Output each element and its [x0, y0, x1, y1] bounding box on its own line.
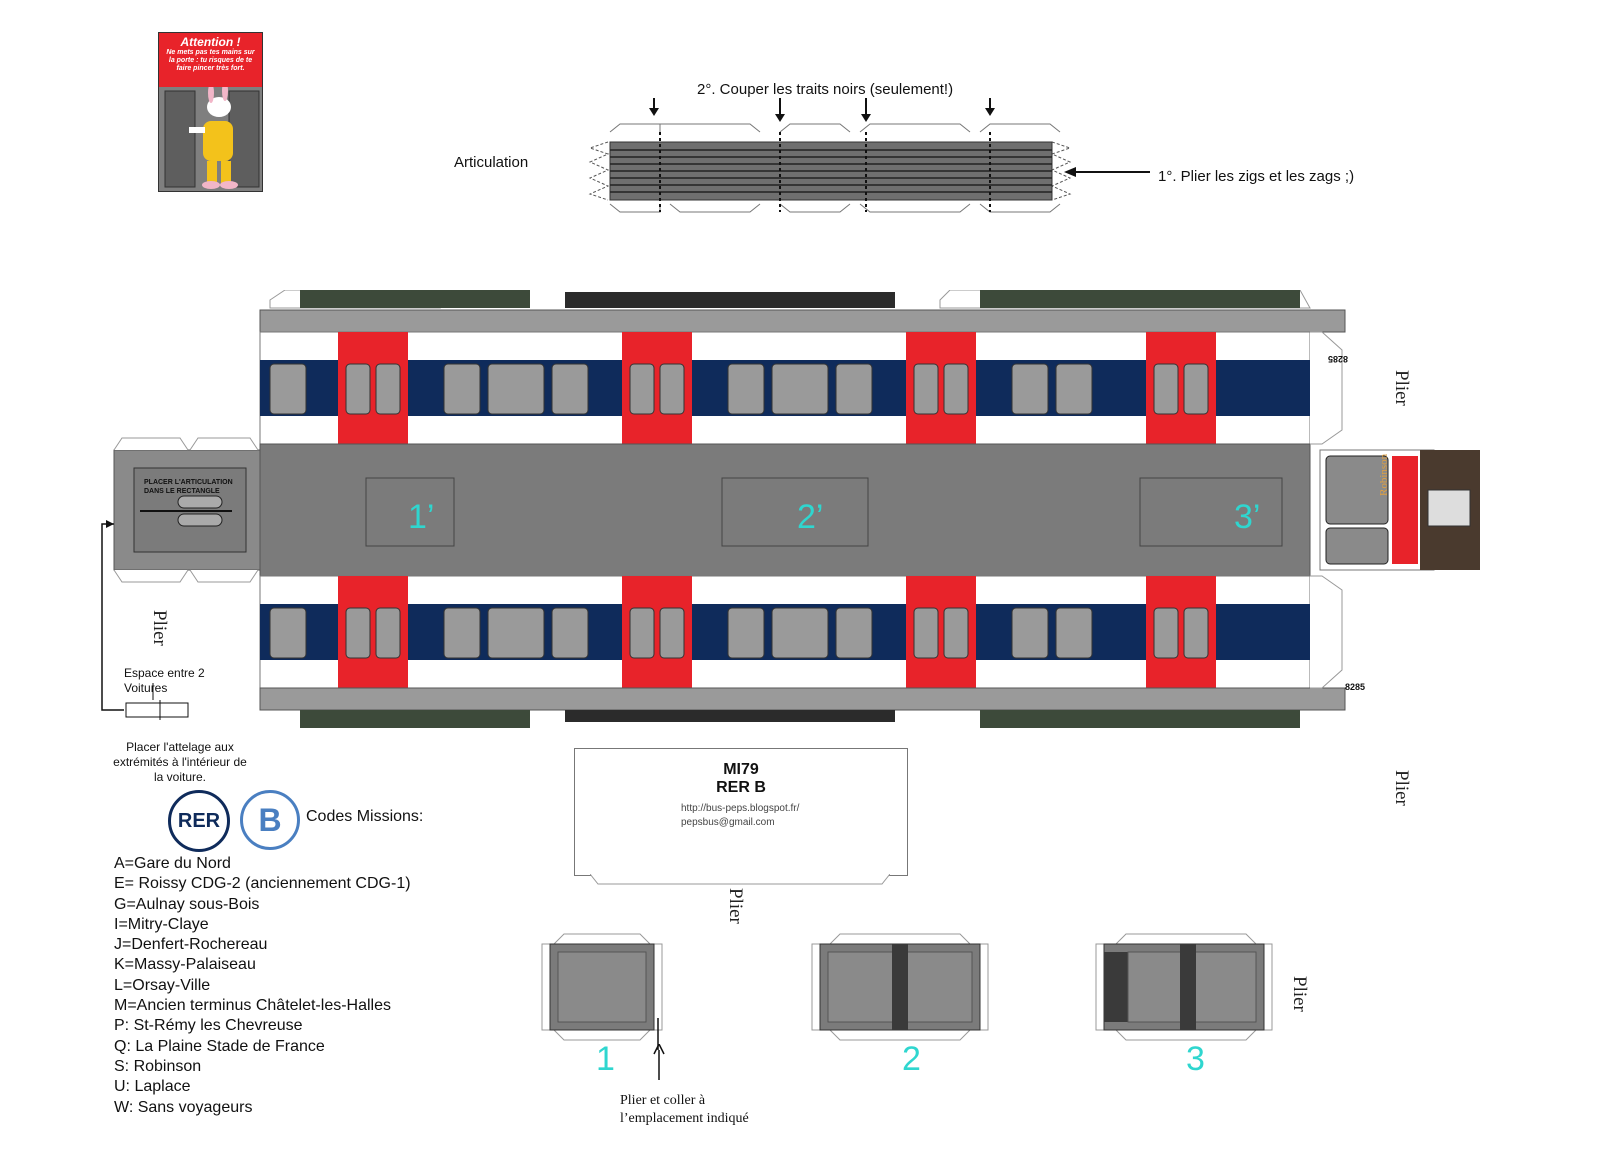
rer-logo: RER — [168, 790, 230, 852]
articulation-rect-note: PLACER L'ARTICULATION DANS LE RECTANGLE — [144, 479, 233, 495]
mission-code: J=Denfert-Rochereau — [114, 936, 268, 954]
line-title: RER B — [716, 779, 766, 796]
title-panel: MI79 RER B http://bus-peps.blogspot.fr/ … — [574, 748, 908, 876]
articulation-pattern — [588, 98, 1150, 213]
articulation-label: Articulation — [454, 154, 529, 171]
rabbit-illustration — [159, 81, 262, 191]
mission-code: I=Mitry-Claye — [114, 915, 209, 933]
spacing-label: Espace entre 2 Voitures — [124, 666, 205, 695]
plier-label-right-bottom: Plier — [1391, 770, 1412, 806]
mission-code: K=Massy-Palaiseau — [114, 956, 256, 974]
mission-code: P: St-Rémy les Chevreuse — [114, 1017, 303, 1035]
bogie-pieces — [541, 933, 1273, 1050]
line-b-logo-text: B — [258, 801, 282, 838]
segment-2-label: 2’ — [797, 498, 824, 536]
bogie-label-3: 3 — [1186, 1040, 1205, 1078]
unit-number-top: 8285 — [1328, 354, 1349, 364]
warning-text: Ne mets pas tes mains sur la porte : tu … — [166, 49, 255, 72]
train-net — [113, 290, 1480, 728]
mission-code: G=Aulnay sous-Bois — [114, 895, 260, 913]
mission-code: A=Gare du Nord — [114, 855, 231, 872]
coupling-note: Placer l'attelage aux extrémités à l'int… — [113, 740, 247, 784]
plier-label-right-top: Plier — [1391, 370, 1412, 406]
mission-code: M=Ancien terminus Châtelet-les-Halles — [114, 997, 391, 1015]
codes-title: Codes Missions: — [306, 808, 424, 825]
line-b-logo: B — [240, 790, 300, 850]
cab-destination: Robinson — [1378, 453, 1390, 496]
warning-card: Attention ! Ne mets pas tes mains sur la… — [158, 32, 263, 192]
mission-code: W: Sans voyageurs — [114, 1098, 253, 1116]
rer-logo-text: RER — [177, 809, 221, 832]
unit-number-bottom: 8285 — [1345, 682, 1366, 692]
segment-3-label: 3’ — [1234, 498, 1261, 536]
mission-codes-list: A=Gare du Nord E= Roissy CDG-2 (ancienne… — [114, 854, 411, 1118]
title-panel-tab — [590, 874, 890, 885]
articulation-step2: 2°. Couper les traits noirs (seulement!) — [697, 81, 954, 98]
bogie-label-1: 1 — [596, 1040, 615, 1078]
mission-code: E= Roissy CDG-2 (anciennement CDG-1) — [114, 875, 411, 893]
bogie-label-2: 2 — [902, 1040, 921, 1078]
warning-title: Attention ! — [180, 35, 241, 49]
articulation-step1: 1°. Plier les zigs et les zags ;) — [1158, 168, 1355, 185]
up-arrow-icon — [653, 1044, 665, 1080]
mission-code: U: Laplace — [114, 1078, 191, 1096]
spacing-guide — [101, 520, 189, 720]
contact-email: pepsbus@gmail.com — [681, 817, 775, 828]
model-title: MI79 — [723, 761, 759, 778]
blog-url: http://bus-peps.blogspot.fr/ — [681, 803, 800, 814]
mission-code: Q: La Plaine Stade de France — [114, 1037, 325, 1055]
mission-code: S: Robinson — [114, 1057, 202, 1075]
mission-code: L=Orsay-Ville — [114, 976, 211, 994]
segment-1-label: 1’ — [408, 498, 435, 536]
plier-label-panel: Plier — [725, 888, 746, 924]
glue-note: Plier et coller à l’emplacement indiqué — [620, 1093, 749, 1126]
